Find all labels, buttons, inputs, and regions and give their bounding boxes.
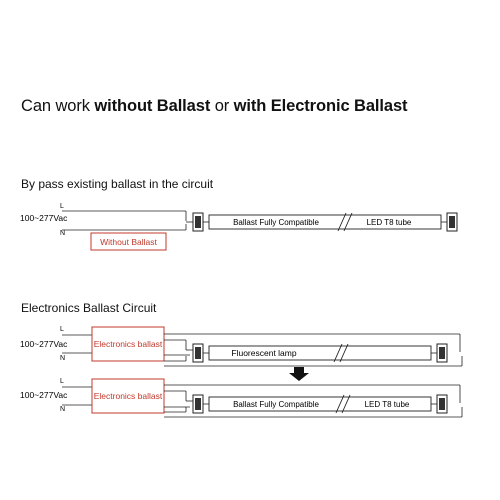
fluorescent-tube: Fluorescent lamp [192, 343, 448, 363]
line-label: L [60, 203, 64, 210]
led-tube-2: Ballast Fully Compatible LED T8 tube [192, 394, 448, 414]
headline: Can work without Ballast or with Electro… [21, 97, 408, 115]
tube-type-label: LED T8 tube [367, 218, 412, 227]
led-tube-1: Ballast Fully Compatible LED T8 tube [192, 212, 458, 232]
line-label: L [60, 326, 64, 333]
neutral-label: N [60, 355, 65, 362]
pin-connector-icon [192, 394, 204, 414]
neutral-label: N [60, 406, 65, 413]
voltage-label: 100~277Vac [20, 339, 68, 349]
neutral-label: N [60, 230, 65, 237]
tube-compatible-label: Ballast Fully Compatible [233, 400, 319, 409]
bypass-circuit: L 100~277Vac N Without Ballast Ballast F… [20, 203, 458, 251]
section-title-bypass: By pass existing ballast in the circuit [21, 177, 214, 191]
tube-type-label: LED T8 tube [365, 400, 410, 409]
electronic-ballast-box [91, 326, 165, 362]
electronic-ballast-label: Electronics ballast [94, 391, 163, 401]
pin-connector-icon [436, 343, 448, 363]
tube-compatible-label: Ballast Fully Compatible [233, 218, 319, 227]
section-title-electronic: Electronics Ballast Circuit [21, 301, 157, 315]
pin-connector-icon [192, 343, 204, 363]
electronic-ballast-label: Electronics ballast [94, 339, 163, 349]
arrow-down-icon [289, 367, 309, 381]
electronic-ballast-circuit-a: L 100~277Vac N Electronics ballast Fluor… [20, 326, 463, 367]
electronic-ballast-box [91, 378, 165, 414]
fluorescent-lamp-label: Fluorescent lamp [231, 348, 296, 358]
line-label: L [60, 378, 64, 385]
electronic-ballast-circuit-b: L 100~277Vac N Electronics ballast Balla… [20, 378, 463, 418]
without-ballast-badge [90, 232, 167, 251]
voltage-label: 100~277Vac [20, 390, 68, 400]
without-ballast-label: Without Ballast [100, 237, 157, 247]
pin-connector-icon [436, 394, 448, 414]
voltage-label: 100~277Vac [20, 213, 68, 223]
pin-connector-icon [446, 212, 458, 232]
pin-connector-icon [192, 212, 204, 232]
